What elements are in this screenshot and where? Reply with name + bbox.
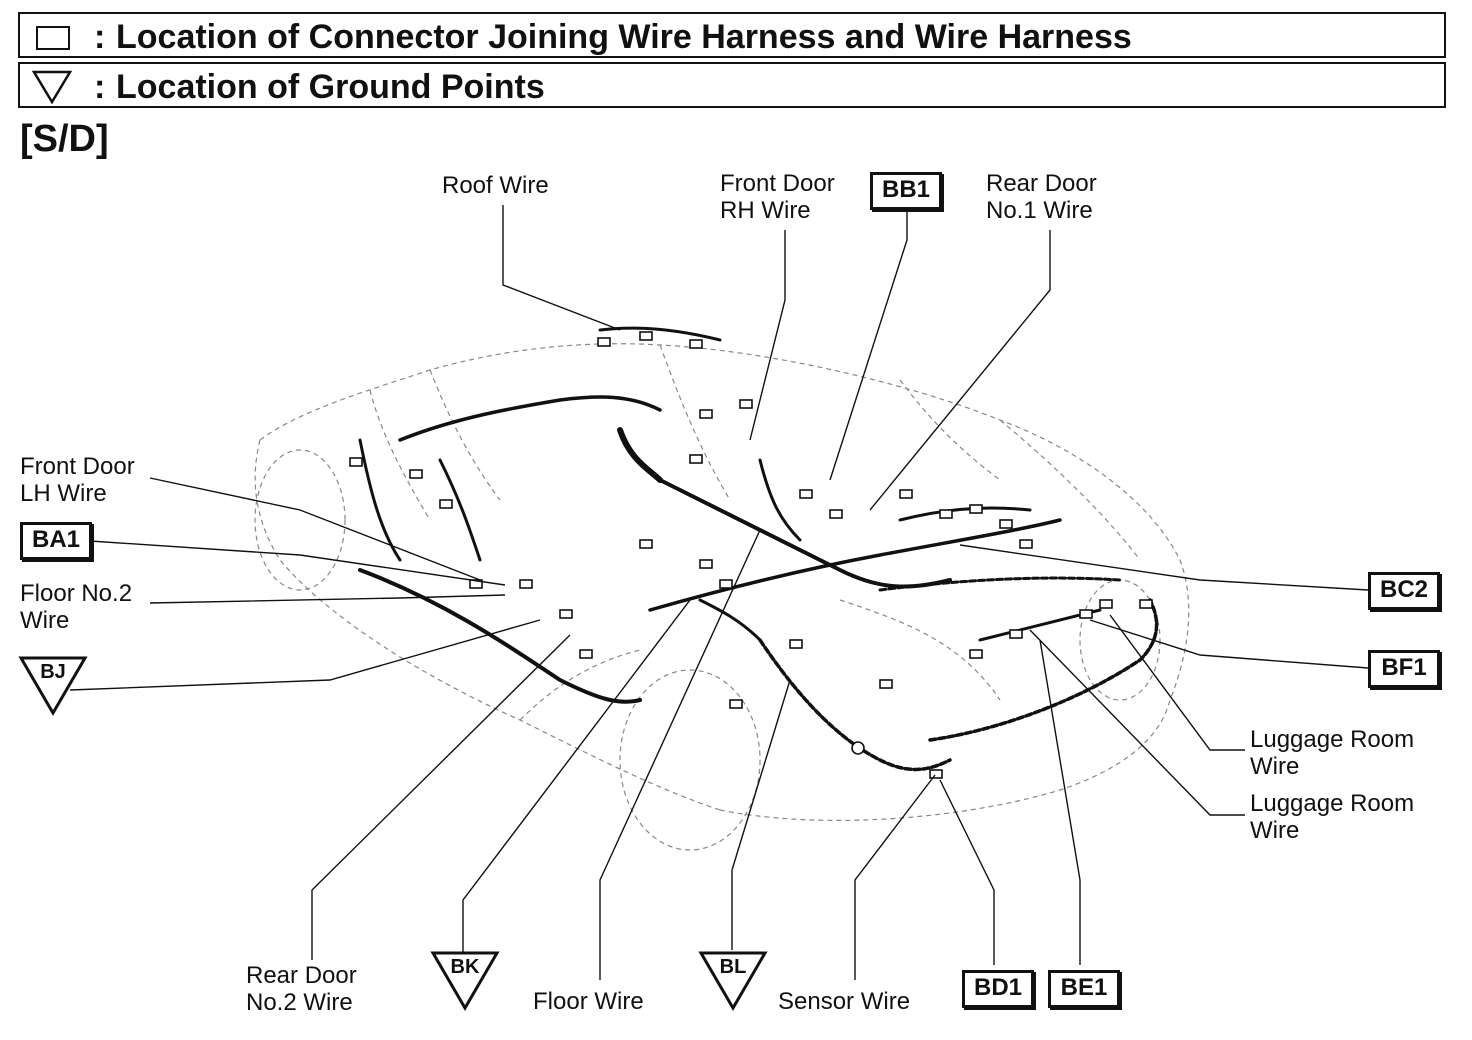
label-front-door-rh-wire-2: RH Wire	[720, 197, 811, 224]
ground-triangle-icon	[18, 656, 88, 716]
label-front-door-lh-wire-2: LH Wire	[20, 480, 107, 507]
legend-ground-row: : Location of Ground Points	[18, 62, 1446, 108]
ground-point-bj: BJ	[18, 655, 88, 717]
label-front-door-lh-wire-1: Front Door	[20, 453, 135, 480]
connector-bc2: BC2	[1368, 572, 1440, 610]
wire-harness-art	[358, 326, 1159, 772]
harness-connectors-art	[349, 331, 1153, 779]
legend-colon: :	[94, 18, 106, 56]
legend-connector-text: Location of Connector Joining Wire Harne…	[116, 18, 1132, 56]
label-luggage-room-wire-b-2: Wire	[1250, 817, 1300, 844]
connector-ba1: BA1	[20, 522, 92, 560]
connector-be1: BE1	[1048, 970, 1120, 1008]
ground-point-bl: BL	[698, 950, 768, 1012]
label-luggage-room-wire-b-1: Luggage Room	[1250, 790, 1415, 817]
label-front-door-rh-wire-1: Front Door	[720, 170, 835, 197]
ground-code-bk: BK	[450, 956, 480, 978]
variant-label: [S/D]	[20, 118, 109, 160]
connector-symbol-icon	[36, 26, 70, 50]
label-rear-door-no2-wire-2: No.2 Wire	[246, 989, 353, 1016]
label-floor-wire: Floor Wire	[533, 988, 644, 1015]
car-body-outline	[254, 343, 1190, 851]
ground-code-bj: BJ	[40, 661, 66, 683]
legend-ground-text: Location of Ground Points	[116, 68, 545, 106]
label-floor-no2-wire-2: Wire	[20, 607, 70, 634]
label-roof-wire: Roof Wire	[442, 172, 549, 199]
label-rear-door-no1-wire-1: Rear Door	[986, 170, 1097, 197]
label-luggage-room-wire-a-1: Luggage Room	[1250, 726, 1415, 753]
label-sensor-wire: Sensor Wire	[778, 988, 911, 1015]
label-rear-door-no2-wire-1: Rear Door	[246, 962, 357, 989]
legend-connector-row: : Location of Connector Joining Wire Har…	[18, 12, 1446, 58]
ground-point-bk: BK	[430, 950, 500, 1012]
connector-bd1: BD1	[962, 970, 1034, 1008]
ground-triangle-icon	[698, 951, 768, 1011]
connector-bf1: BF1	[1368, 650, 1440, 688]
ground-symbol-icon	[32, 70, 72, 104]
ground-triangle-icon	[430, 951, 500, 1011]
legend-colon: :	[94, 68, 106, 106]
ground-code-bl: BL	[719, 956, 747, 978]
label-luggage-room-wire-a-2: Wire	[1250, 753, 1300, 780]
connector-bb1: BB1	[870, 172, 942, 210]
label-floor-no2-wire-1: Floor No.2	[20, 580, 133, 607]
label-rear-door-no1-wire-2: No.1 Wire	[986, 197, 1093, 224]
leader-lines	[69, 205, 1369, 980]
